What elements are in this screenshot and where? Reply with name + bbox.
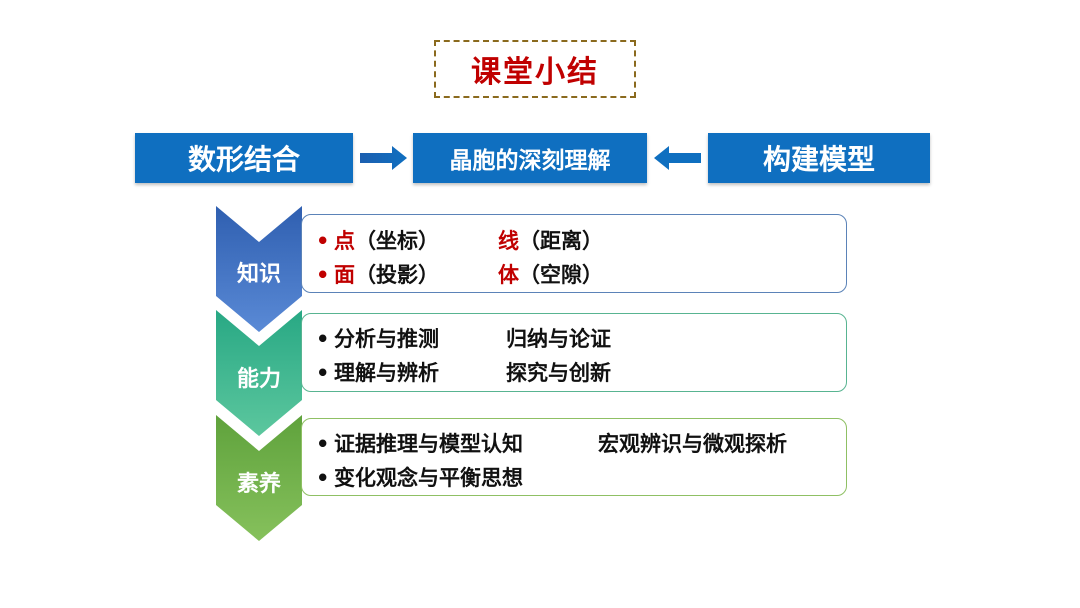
item-key: 体 — [498, 263, 519, 287]
left-arrow-icon — [654, 146, 701, 170]
item-text: 归纳与论证 — [506, 327, 611, 351]
item-detail: （坐标） — [355, 229, 439, 253]
box-shape-number-combination: 数形结合 — [135, 133, 353, 183]
item-text: 证据推理与模型认知 — [334, 432, 523, 456]
box-crystal-cell-understanding: 晶胞的深刻理解 — [413, 133, 647, 183]
section-label-knowledge: 知识 — [236, 262, 281, 287]
item-detail: （距离） — [519, 229, 603, 253]
panel-ability: •分析与推测 归纳与论证 •理解与辨析 探究与创新 — [301, 313, 847, 392]
title-box: 课堂小结 — [434, 40, 636, 98]
slide-title: 课堂小结 — [471, 55, 599, 90]
item-key: 面 — [334, 263, 355, 287]
item-text: 探究与创新 — [506, 361, 611, 385]
item-text: 理解与辨析 — [334, 361, 439, 385]
right-arrow-icon — [360, 146, 407, 170]
item-text: 宏观辨识与微观探析 — [598, 432, 787, 456]
bullet: • — [316, 361, 330, 385]
item-key: 点 — [334, 229, 355, 253]
bullet: • — [316, 466, 330, 490]
item-text: 变化观念与平衡思想 — [334, 466, 523, 490]
list-item: •分析与推测 归纳与论证 — [316, 323, 611, 353]
list-item: •面（投影） 体（空隙） — [316, 259, 603, 289]
bullet: • — [316, 432, 330, 456]
chevron-ability — [216, 310, 302, 436]
panel-literacy: •证据推理与模型认知 宏观辨识与微观探析 •变化观念与平衡思想 — [301, 418, 847, 496]
list-item: •点（坐标） 线（距离） — [316, 225, 603, 255]
item-detail: （空隙） — [519, 263, 603, 287]
list-item: •证据推理与模型认知 宏观辨识与微观探析 — [316, 428, 787, 458]
item-text: 分析与推测 — [334, 327, 439, 351]
section-label-ability: 能力 — [236, 367, 281, 392]
bullet: • — [316, 229, 330, 253]
bullet: • — [316, 327, 330, 351]
section-label-literacy: 素养 — [236, 472, 281, 497]
chevron-knowledge — [216, 206, 302, 332]
list-item: •理解与辨析 探究与创新 — [316, 357, 611, 387]
item-detail: （投影） — [355, 263, 439, 287]
item-key: 线 — [498, 229, 519, 253]
bullet: • — [316, 263, 330, 287]
panel-knowledge: •点（坐标） 线（距离） •面（投影） 体（空隙） — [301, 214, 847, 293]
box-build-model: 构建模型 — [708, 133, 930, 183]
chevron-literacy — [216, 415, 302, 541]
list-item: •变化观念与平衡思想 — [316, 462, 523, 492]
